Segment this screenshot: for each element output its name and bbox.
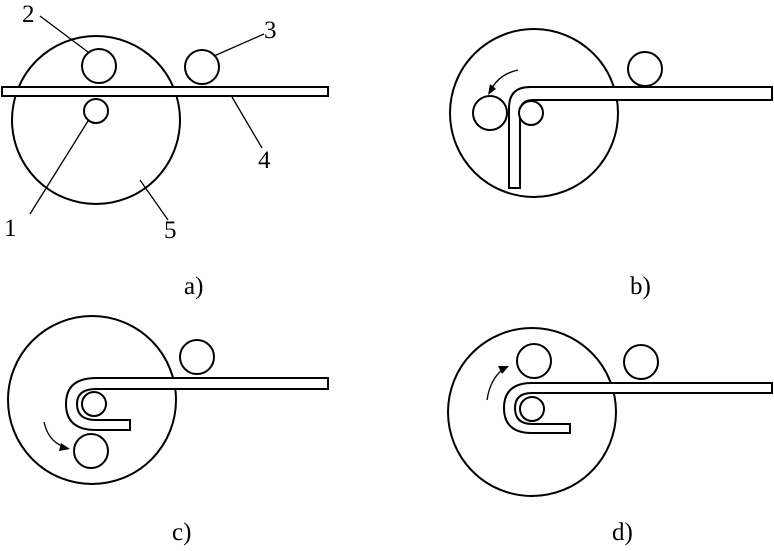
callout-4: 4 [258, 147, 271, 174]
leader-line-1 [29, 120, 89, 215]
bending-die-5 [11, 35, 181, 205]
clamp-roller [516, 343, 552, 379]
caption-d: d) [612, 519, 633, 546]
rotation-arrow-head [59, 443, 70, 451]
panel-a: 2 3 4 1 5 a) [1, 1, 329, 300]
leader-line-4 [231, 96, 263, 149]
clamp-roller-2 [81, 48, 117, 84]
rotation-arrow-head [488, 84, 496, 95]
workpiece-strip-bent-90 [508, 86, 773, 189]
pressure-roller [627, 51, 663, 87]
pin-roller [519, 396, 545, 422]
panel-d: d) [447, 327, 773, 546]
pin-roller-1 [83, 98, 109, 124]
leader-line-3 [213, 33, 265, 57]
panel-c: c) [7, 315, 329, 546]
workpiece-strip-bent-180 [64, 377, 329, 431]
bending-die [7, 315, 177, 485]
callout-5: 5 [164, 217, 177, 244]
caption-a: a) [184, 273, 203, 300]
bending-die [447, 327, 617, 497]
pin-roller [81, 391, 107, 417]
workpiece-strip-bent-180 [502, 382, 773, 434]
callout-1: 1 [4, 215, 17, 242]
panel-b: b) [449, 28, 773, 300]
workpiece-strip-4 [1, 86, 329, 97]
rotation-arrow-head [498, 366, 509, 374]
pressure-roller [623, 344, 659, 380]
caption-b: b) [630, 273, 651, 300]
pin-roller [518, 100, 544, 126]
pressure-roller [179, 339, 215, 375]
rotation-arrow [43, 421, 63, 447]
clamp-roller [73, 433, 109, 469]
leader-line-2 [39, 15, 89, 53]
bending-die [449, 28, 619, 198]
caption-c: c) [172, 519, 191, 546]
callout-3: 3 [264, 17, 277, 44]
pressure-roller-3 [184, 49, 220, 85]
clamp-roller [472, 95, 508, 131]
rotation-arrow [486, 369, 503, 401]
leader-line-5 [139, 179, 169, 221]
callout-2: 2 [22, 1, 35, 28]
rotation-arrow [491, 69, 519, 89]
